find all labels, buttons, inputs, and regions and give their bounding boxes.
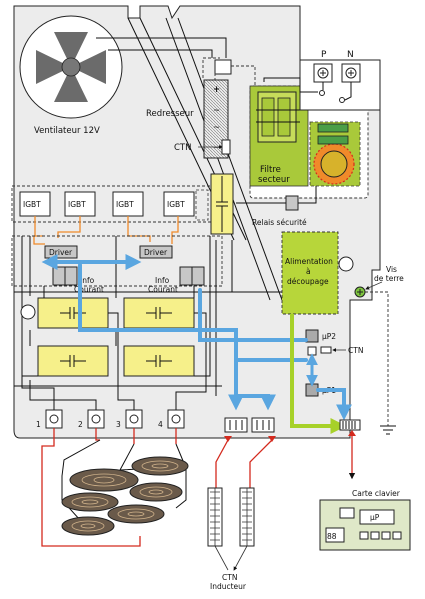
current-sense-2: Info Courant	[148, 266, 205, 294]
info-1-line2: Courant	[74, 285, 104, 294]
safety-relay: Relais sécurité	[236, 186, 317, 227]
keyboard-button-4	[392, 531, 402, 540]
mount-hole-2	[20, 304, 36, 320]
psu-line1: Alimentation	[285, 257, 333, 266]
cap-2	[123, 297, 195, 329]
keyboard-button-3	[381, 531, 391, 540]
induction-coils	[61, 456, 189, 536]
igbt-4-label: IGBT	[167, 200, 185, 209]
fan-wire	[96, 37, 227, 58]
keyboard-label: Carte clavier	[352, 489, 401, 498]
keyboard-display	[325, 527, 345, 543]
svg-text:~: ~	[213, 123, 220, 133]
svg-text:~: ~	[213, 106, 220, 116]
coil-2	[131, 456, 189, 476]
coil-4	[129, 482, 183, 502]
psu-line2: à	[306, 267, 311, 276]
coil-3	[61, 492, 119, 512]
igbt-1-label: IGBT	[23, 200, 41, 209]
terminal-3-label: 3	[116, 420, 121, 429]
igbt-1	[19, 191, 51, 217]
ctn-upper-sensor	[221, 139, 231, 155]
earth-screw: Vis de terre	[354, 265, 404, 435]
sensor-connectors	[224, 417, 361, 433]
coil-wire-red	[41, 428, 177, 547]
keyboard-button-1	[359, 531, 369, 540]
ctn-mid-label: CTN	[348, 346, 363, 355]
psu-block	[281, 231, 339, 315]
earth-label-2: de terre	[374, 274, 404, 283]
igbt-group: IGBT IGBT IGBT IGBT	[11, 185, 217, 223]
coil-1	[69, 468, 139, 492]
supply-line	[290, 314, 347, 434]
keyboard-mcu	[359, 509, 395, 525]
microcontrollers: µP2 CTN µP1	[305, 329, 363, 397]
ctn-bottom-label: CTN	[222, 573, 237, 582]
relay-label: Relais sécurité	[252, 218, 307, 227]
driver-2	[139, 245, 173, 259]
cap-3	[37, 345, 109, 377]
igbt-2-label: IGBT	[68, 200, 86, 209]
keyboard-button-2	[370, 531, 380, 540]
earth-wire	[365, 291, 389, 426]
igbt-4	[163, 191, 195, 217]
igbt-3-label: IGBT	[116, 200, 134, 209]
svg-text:−: −	[213, 143, 220, 153]
bulk-capacitor	[210, 173, 234, 235]
neutral-label: N	[347, 50, 354, 60]
keyboard-display-digits: 88	[327, 532, 337, 541]
fan-icon	[36, 32, 106, 102]
relay-body	[285, 195, 299, 211]
driver-2-label: Driver	[144, 248, 168, 257]
cap-4	[123, 345, 195, 377]
psu-line3: découpage	[287, 277, 329, 286]
phase-label: P	[321, 50, 327, 60]
keyboard-connector	[339, 419, 361, 431]
driver-1-label: Driver	[49, 248, 73, 257]
fan-label: Ventilateur 12V	[34, 126, 100, 136]
mount-hole-1	[338, 256, 354, 272]
coil-5	[61, 516, 115, 536]
mains-terminals: P N	[263, 50, 381, 111]
inductor-label: Inducteur	[210, 582, 247, 591]
coil-6	[107, 504, 165, 524]
rectifier-dash	[202, 57, 256, 88]
ground-icon	[380, 425, 396, 435]
mcu2-label: µP2	[322, 332, 336, 341]
terminal-1-label: 1	[36, 420, 41, 429]
ctn-mid-sensor	[320, 346, 332, 354]
ctn-sensors: CTN Inducteur	[207, 436, 276, 591]
ctn-upper-label: CTN	[174, 143, 192, 153]
keyboard-board: Carte clavier µP 88	[319, 430, 411, 551]
driver-frame	[11, 235, 223, 287]
rectifier-label: Redresseur	[146, 109, 194, 119]
resonant-capacitors	[37, 297, 195, 377]
filter-label-2: secteur	[258, 175, 290, 185]
terminal-4-label: 4	[158, 420, 163, 429]
svg-text:+: +	[213, 85, 220, 95]
filter-label-1: Filtre	[260, 165, 281, 175]
signal-bus	[41, 254, 352, 421]
igbt-3	[112, 191, 144, 217]
info-2-line1: Info	[155, 276, 170, 285]
info-1-line1: Info	[80, 276, 95, 285]
terminal-2-label: 2	[78, 420, 83, 429]
coil-wire-black	[61, 439, 187, 521]
earth-label-1: Vis	[386, 265, 397, 274]
mcu2-chip	[305, 329, 319, 343]
info-2-line2: Courant	[148, 285, 178, 294]
rectifier-connector	[214, 59, 232, 75]
heater-terminals: 1 2 3 4	[36, 409, 185, 429]
fan: Ventilateur 12V	[19, 15, 123, 136]
stage-border	[14, 291, 300, 387]
switching-psu: Alimentation à découpage	[281, 231, 339, 315]
mains-filter: Filtre secteur	[249, 85, 369, 199]
cap-1	[37, 297, 109, 329]
keyboard-mcu-label: µP	[370, 513, 380, 522]
